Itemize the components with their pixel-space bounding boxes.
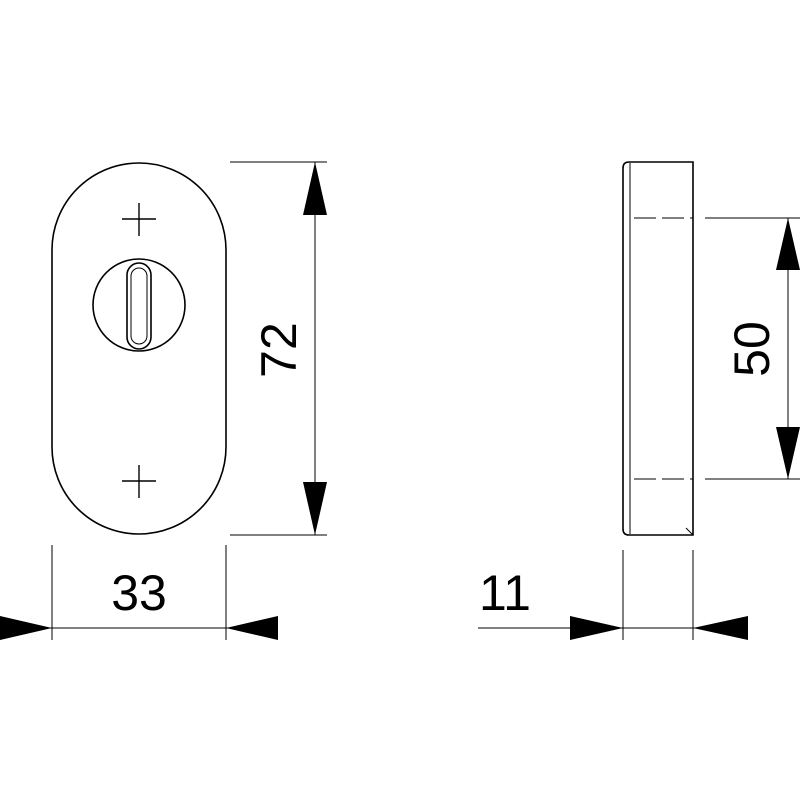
- arrow-down: [776, 427, 800, 479]
- front-view: [51, 162, 227, 535]
- arrow-left-into-right-edge: [693, 616, 748, 640]
- depth-dimension: 11: [478, 550, 748, 640]
- width-dimension: 33: [0, 545, 278, 640]
- upper-screw-mark: [122, 203, 156, 236]
- cylinder-rose: [92, 258, 186, 352]
- escutcheon-outline: [51, 162, 227, 535]
- arrow-up: [303, 162, 327, 215]
- arrow-right-into-left-edge: [0, 616, 52, 640]
- width-dimension-label: 33: [111, 565, 167, 621]
- arrow-down: [303, 482, 327, 535]
- hole-spacing-dimension: 50: [705, 217, 800, 480]
- depth-dimension-label: 11: [479, 565, 531, 621]
- lower-screw-mark: [122, 465, 156, 498]
- side-view: [622, 161, 694, 536]
- height-dimension: 72: [230, 161, 327, 536]
- height-dimension-label: 72: [251, 322, 307, 378]
- side-profile-outline: [622, 161, 694, 536]
- hole-spacing-dimension-label: 50: [724, 321, 780, 377]
- arrow-up: [776, 218, 800, 270]
- arrow-right-into-left-edge: [570, 616, 623, 640]
- arrow-left-into-right-edge: [226, 616, 278, 640]
- key-slot: [126, 262, 152, 350]
- key-slot-inner: [130, 267, 148, 345]
